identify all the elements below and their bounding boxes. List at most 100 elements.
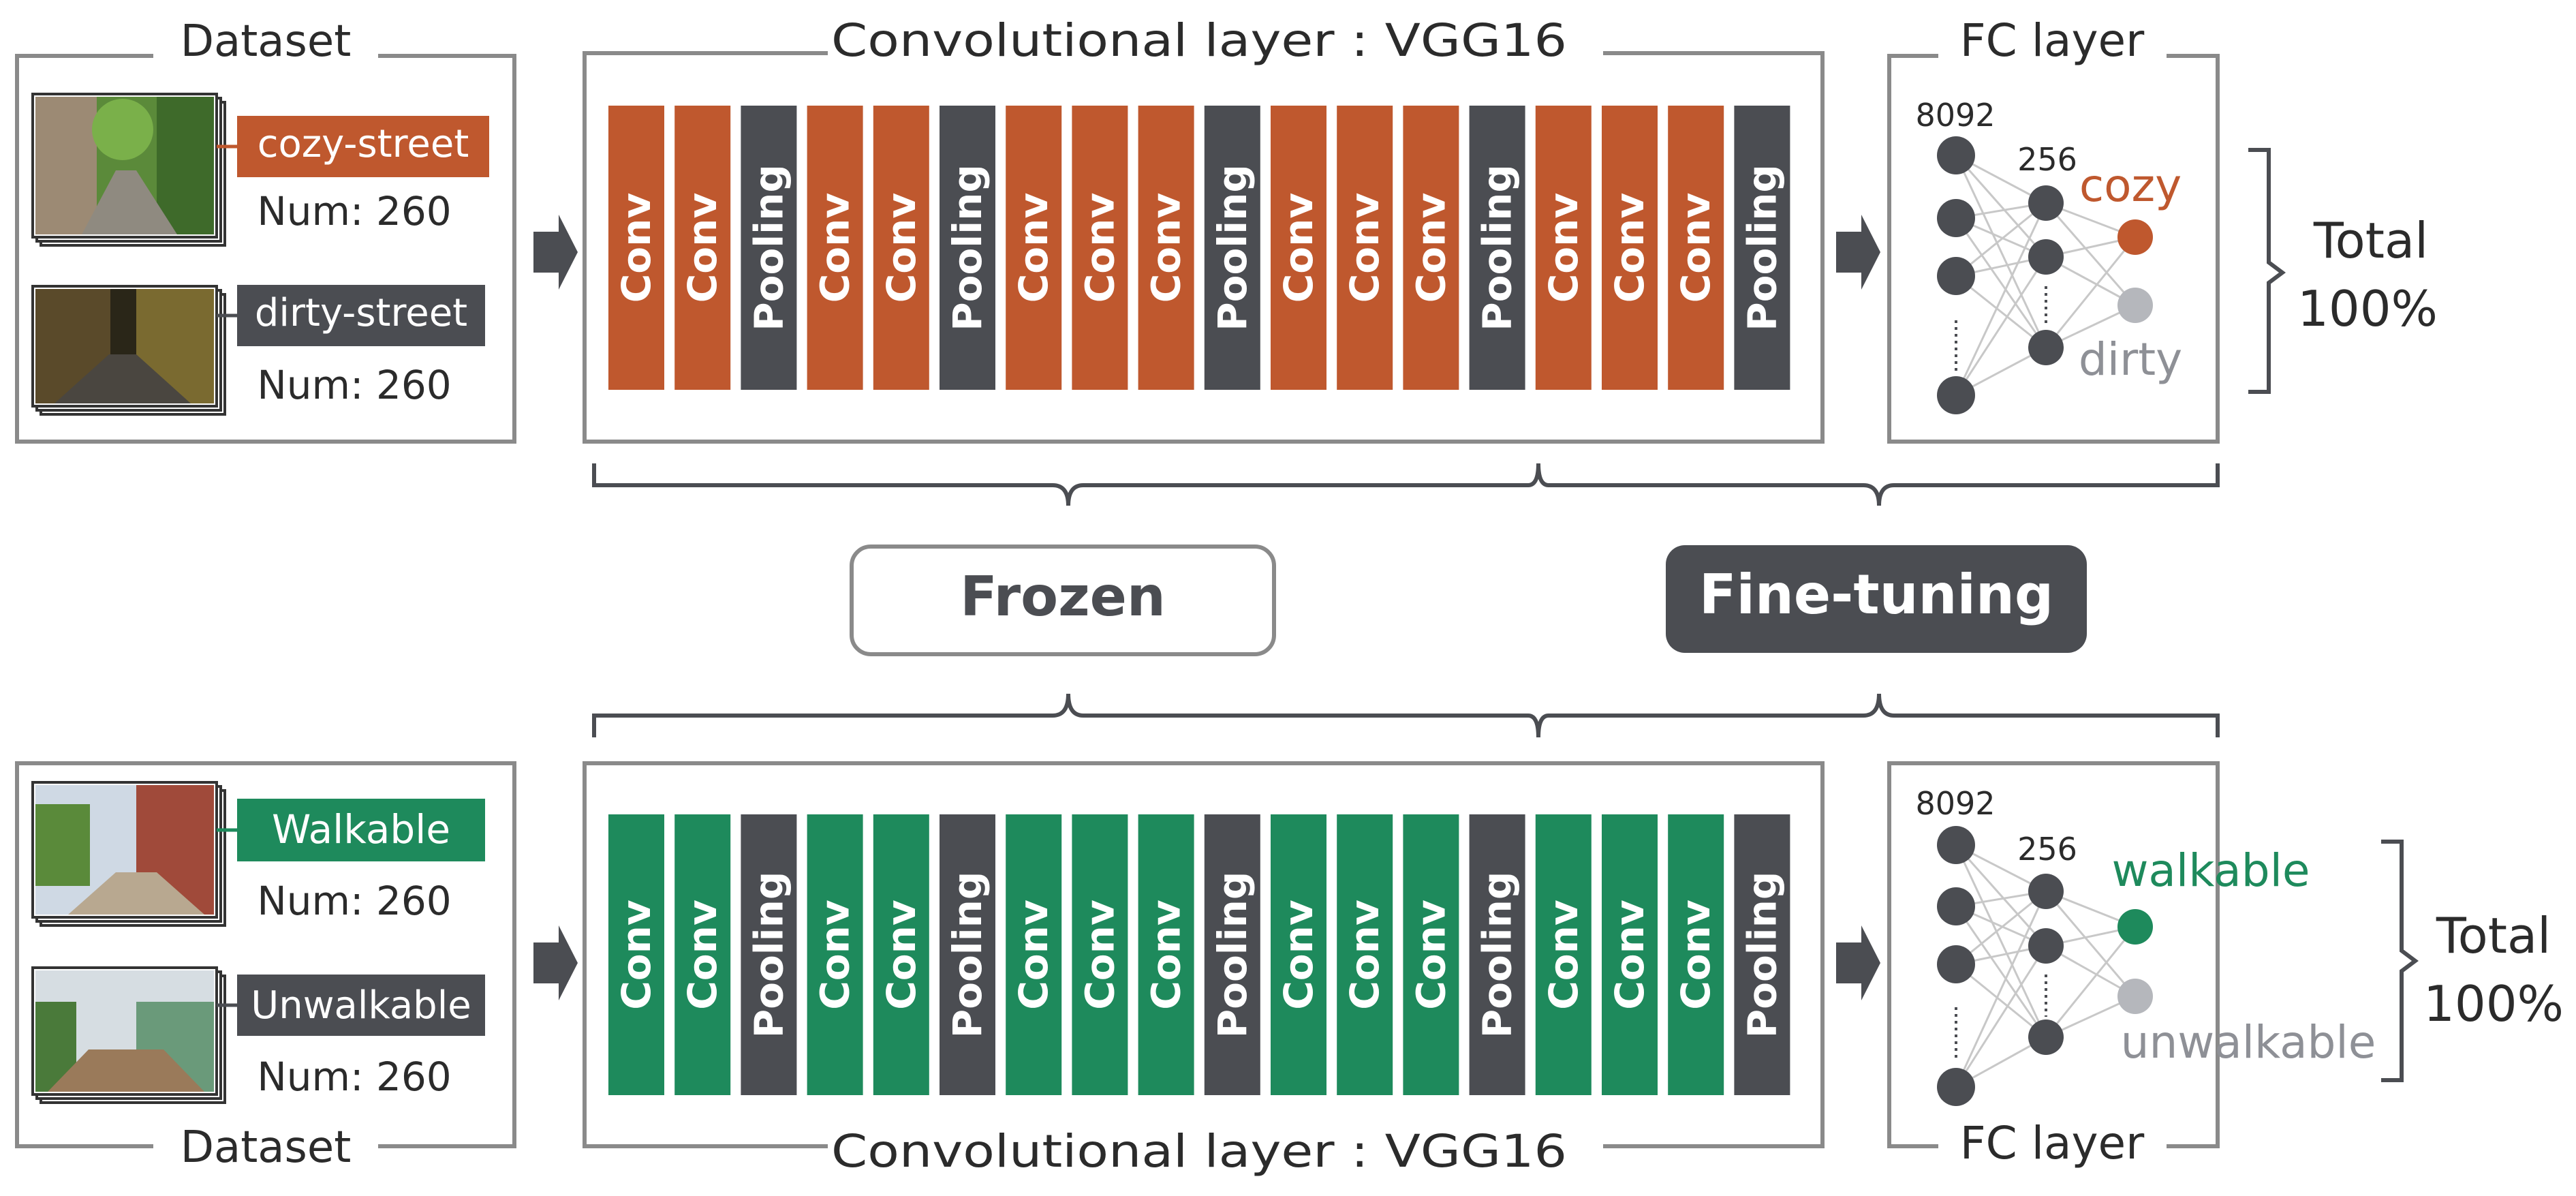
fc-edge (1955, 155, 2047, 258)
top-total-bracket (2248, 148, 2286, 394)
top-layer-9: Conv (1138, 106, 1194, 390)
top-layer-label: Conv (878, 193, 925, 303)
bottom-layer-6: Pooling (940, 814, 995, 1095)
top-total-line2: 100% (2297, 280, 2438, 337)
bottom-output-positive-label: walkable (2111, 844, 2310, 897)
bottom-layer-8: Conv (1072, 814, 1128, 1095)
fc-edge (1955, 906, 2047, 1038)
street-photo-stack-icon (31, 781, 226, 927)
fc-edge (2045, 202, 2137, 306)
bottom-layer-label: Conv (679, 900, 726, 1010)
bottom-layer-11: Conv (1271, 814, 1326, 1095)
top-layer-10: Pooling (1204, 106, 1260, 390)
top-layer-4: Conv (807, 106, 863, 390)
walkable-count: Num: 260 (257, 878, 451, 924)
street-photo-stack-icon (31, 966, 226, 1104)
top-dataset-title: Dataset (181, 16, 352, 67)
cozy-street-count: Num: 260 (257, 188, 451, 234)
fc-hidden-node (2028, 185, 2064, 221)
dirty-street-label: dirty-street (255, 291, 467, 335)
fc-output-positive-node (2117, 219, 2153, 255)
frozen-label: Frozen (960, 565, 1166, 628)
bottom-dataset-panel: Dataset Walkable Num: 260 Unwalkable Num… (15, 761, 516, 1173)
fc-edge (2045, 926, 2137, 1038)
bottom-layer-label: Conv (1408, 900, 1454, 1010)
top-layer-label: Pooling (1474, 164, 1521, 331)
fc-edge (1955, 963, 2047, 1039)
fc-edge (1955, 256, 2047, 396)
fc-edge (1955, 155, 2047, 348)
bottom-layer-12: Conv (1337, 814, 1393, 1095)
fc-hidden-node (2028, 874, 2064, 909)
top-total-line1: Total (2313, 212, 2428, 269)
arrow-right-icon (1836, 215, 1880, 290)
fc-hidden-node (2028, 928, 2064, 964)
fc-output-negative-node (2117, 288, 2153, 323)
fc-input-node (1937, 887, 1975, 925)
dirty-street-count: Num: 260 (257, 362, 451, 408)
top-conv-title: Convolutional layer : VGG16 (831, 14, 1567, 67)
top-dataset-panel: Dataset cozy-street Num: 260 di (15, 16, 516, 444)
top-fc-input-count: 8092 (1915, 97, 1995, 134)
bottom-layer-label: Conv (1010, 900, 1057, 1010)
top-layer-17: Conv (1668, 106, 1724, 390)
bottom-dataset-title: Dataset (181, 1122, 352, 1173)
top-layer-label: Conv (1673, 193, 1719, 303)
fc-edge (2045, 236, 2137, 348)
top-fc-panel: FC layer 8092 256 cozy dirty (1887, 14, 2220, 444)
bottom-layer-label: Conv (1607, 900, 1653, 1010)
bottom-layer-label: Conv (1673, 900, 1719, 1010)
fc-input-node (1937, 199, 1975, 237)
finetuning-label: Fine-tuning (1699, 563, 2053, 626)
unwalkable-count: Num: 260 (257, 1054, 451, 1100)
top-layer-14: Pooling (1469, 106, 1525, 390)
bottom-fc-input-count: 8092 (1915, 785, 1995, 822)
top-layer-13: Conv (1403, 106, 1459, 390)
street-photo-stack-icon (31, 93, 226, 247)
top-layer-5: Conv (873, 106, 929, 390)
bottom-total-bracket (2381, 840, 2419, 1082)
unwalkable-label-bg (237, 975, 485, 1036)
bottom-layer-label: Conv (812, 900, 858, 1010)
fc-edge (1955, 945, 2047, 1088)
fc-edge (1955, 844, 2047, 947)
fc-edge (2045, 891, 2137, 997)
bottom-fc-title: FC layer (1960, 1117, 2145, 1169)
bottom-fc-panel: FC layer 8092 256 walkable unwalkable (1887, 761, 2376, 1169)
top-layer-2: Conv (674, 106, 731, 390)
bottom-braces (592, 693, 2220, 738)
fc-edge (1955, 217, 2047, 348)
top-fc-title: FC layer (1960, 14, 2145, 67)
top-layer-label: Conv (1341, 193, 1388, 303)
fc-edge (1955, 891, 2047, 1088)
top-fc-network (1937, 136, 2153, 414)
frozen-badge (850, 545, 1276, 656)
bottom-fc-hidden-count: 256 (2017, 831, 2077, 868)
fc-input-node (1937, 945, 1975, 983)
bottom-total-line1: Total (2436, 907, 2551, 964)
top-layer-label: Conv (1010, 193, 1057, 303)
bottom-layer-label: Conv (1341, 900, 1388, 1010)
top-layer-label: Pooling (745, 164, 792, 331)
bottom-layer-label: Pooling (1739, 872, 1785, 1039)
top-layer-label: Conv (1607, 193, 1653, 303)
fc-input-node (1937, 257, 1975, 295)
finetuning-badge (1666, 545, 2087, 653)
fc-edge (1955, 890, 2047, 966)
fc-output-positive-node (2117, 909, 2153, 945)
walkable-label: Walkable (272, 806, 450, 853)
bottom-output-negative-label: unwalkable (2121, 1016, 2376, 1069)
bottom-layer-14: Pooling (1469, 814, 1525, 1095)
bottom-layer-label: Conv (1143, 900, 1190, 1010)
bottom-total-line2: 100% (2423, 975, 2564, 1032)
unwalkable-label: Unwalkable (251, 983, 471, 1028)
bottom-layer-5: Conv (873, 814, 929, 1095)
fc-edge (1955, 202, 2047, 396)
bottom-layer-label: Conv (613, 900, 659, 1010)
top-layer-label: Pooling (1739, 164, 1785, 331)
bottom-layer-13: Conv (1403, 814, 1459, 1095)
bottom-layer-18: Pooling (1734, 814, 1790, 1095)
